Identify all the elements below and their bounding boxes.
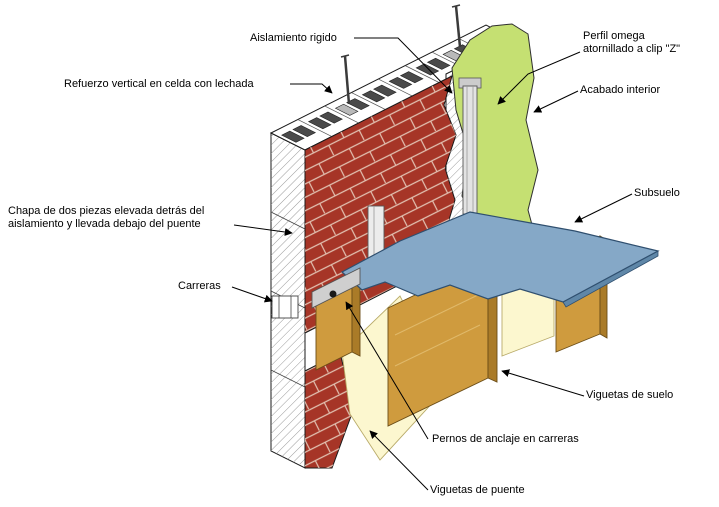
vertical-rebar <box>340 4 462 105</box>
block-divider <box>378 78 413 97</box>
block-core <box>388 76 413 89</box>
leader-refuerzo <box>290 83 333 94</box>
joist-hanger <box>311 267 361 309</box>
block-divider <box>297 119 333 137</box>
label-viguetas-suelo: Viguetas de suelo <box>586 389 674 401</box>
block-core <box>373 84 397 97</box>
block-core <box>426 57 451 70</box>
subfloor <box>340 211 660 308</box>
joist-side <box>351 277 361 357</box>
anchor-bolt-icon <box>329 290 337 298</box>
label-subsuelo: Subsuelo <box>634 187 680 199</box>
label-perfil-omega: Perfil omega atornillado a clip "Z" <box>583 30 680 56</box>
block-divider <box>351 92 386 110</box>
leader-aislamiento <box>354 37 453 94</box>
block-core <box>292 125 317 137</box>
wood-grain-line <box>394 293 481 336</box>
leader-pernos <box>345 301 429 440</box>
leader-acabado <box>533 90 579 113</box>
rebar-top-tick <box>451 4 461 8</box>
block-core <box>399 71 424 84</box>
leader-lines <box>231 37 633 491</box>
block-divider <box>324 105 359 124</box>
leader-viguetas-suelo <box>501 369 585 397</box>
label-perfil-omega-line2: atornillado a clip "Z" <box>583 43 681 55</box>
rebar-icon <box>343 55 351 105</box>
label-perfil-omega-line1: Perfil omega <box>583 30 645 42</box>
label-refuerzo: Refuerzo vertical en celda con lechada <box>64 78 254 90</box>
leader-viguetas-puente <box>369 430 429 491</box>
rebar-top-tick <box>340 54 350 58</box>
leader-subsuelo <box>574 193 633 223</box>
leader-chapa <box>233 224 293 236</box>
block-core <box>361 90 386 103</box>
label-pernos: Pernos de anclaje en carreras <box>432 433 579 445</box>
track-channel <box>271 295 299 319</box>
label-chapa: Chapa de dos piezas elevada detrás del a… <box>8 205 204 231</box>
grouted-cell <box>334 103 359 116</box>
label-acabado: Acabado interior <box>580 84 661 96</box>
label-viguetas-puente: Viguetas de puente <box>430 484 525 496</box>
brick-courses-lower <box>305 353 354 468</box>
carrera-track <box>271 295 299 319</box>
block-joint-line <box>270 369 306 388</box>
label-chapa-line1: Chapa de dos piezas elevada detrás del <box>8 205 205 217</box>
block-divider <box>405 65 440 84</box>
block-joint-line <box>270 211 306 230</box>
block-core <box>346 98 370 111</box>
block-core <box>281 130 305 143</box>
rebar-icon <box>454 5 462 48</box>
leader-perfil-omega <box>497 51 581 105</box>
block-core <box>307 117 332 130</box>
block-core <box>319 111 343 124</box>
label-chapa-line2: aislamiento y llevada debajo del puente <box>8 218 201 230</box>
label-carreras: Carreras <box>178 280 221 292</box>
hanger-strap <box>311 267 361 309</box>
leader-carreras <box>231 286 273 303</box>
block-core <box>415 63 440 76</box>
label-aislamiento: Aislamiento rigido <box>250 32 337 44</box>
wood-grain-line <box>394 324 481 367</box>
subfloor-plate <box>340 211 660 303</box>
omega-web <box>462 85 478 215</box>
